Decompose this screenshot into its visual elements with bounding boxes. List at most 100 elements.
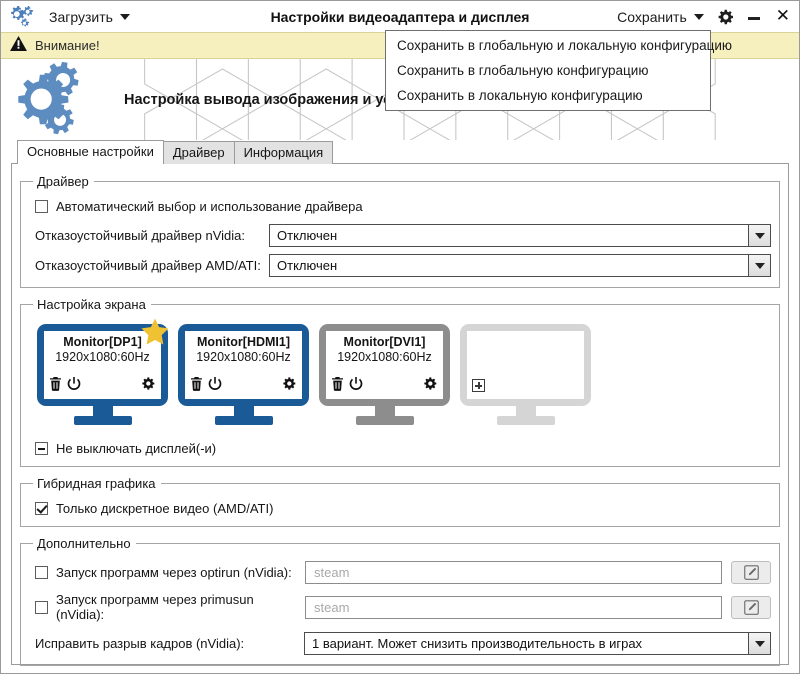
optirun-edit-button[interactable] — [731, 561, 771, 584]
trash-icon[interactable] — [190, 376, 203, 396]
monitor-card-hdmi1[interactable]: Monitor[HDMI1] 1920x1080:60Hz — [178, 324, 309, 425]
monitor-resolution: 1920x1080:60Hz — [55, 350, 150, 364]
monitor-base — [496, 416, 555, 425]
discrete-video-checkbox[interactable] — [35, 502, 48, 515]
minimize-icon[interactable] — [746, 9, 762, 25]
monitor-actions — [190, 376, 297, 396]
save-menu-item-local[interactable]: Сохранить в локальную конфигурацию — [397, 88, 643, 103]
monitor-card-dp1[interactable]: Monitor[DP1] 1920x1080:60Hz — [37, 318, 169, 425]
gears-logo-icon — [11, 59, 121, 140]
tab-strip: Основные настройки Драйвер Информация — [17, 140, 789, 164]
additional-group: Дополнительно Запуск программ через opti… — [20, 536, 780, 666]
amd-fallback-select[interactable]: Отключен — [269, 254, 771, 277]
tearfix-label: Исправить разрыв кадров (nVidia): — [35, 636, 245, 651]
chevron-down-icon[interactable] — [748, 255, 770, 276]
tab-main-settings[interactable]: Основные настройки — [17, 140, 164, 164]
monitor-base — [214, 416, 273, 425]
gear-icon[interactable] — [717, 8, 735, 26]
monitor-bezel: Monitor[DVI1] 1920x1080:60Hz — [319, 324, 450, 406]
monitor-stand — [374, 406, 395, 416]
power-icon[interactable] — [208, 376, 222, 396]
optirun-placeholder: steam — [314, 565, 350, 580]
save-menu-item-global-local[interactable]: Сохранить в глобальную и локальную конфи… — [397, 38, 732, 53]
monitor-card-dvi1[interactable]: Monitor[DVI1] 1920x1080:60Hz — [319, 324, 450, 425]
gear-icon[interactable] — [282, 376, 297, 396]
discrete-video-label: Только дискретное видео (AMD/ATI) — [56, 501, 274, 516]
trash-icon[interactable] — [331, 376, 344, 396]
gears-icon — [9, 5, 35, 28]
tearfix-value: 1 вариант. Может снизить производительно… — [312, 636, 643, 651]
monitor-stand — [233, 406, 254, 416]
chevron-down-icon[interactable] — [748, 225, 770, 246]
primusun-checkbox[interactable] — [35, 600, 48, 614]
close-icon[interactable]: ✕ — [775, 6, 790, 25]
tearfix-select[interactable]: 1 вариант. Может снизить производительно… — [304, 632, 771, 655]
monitor-resolution: 1920x1080:60Hz — [337, 350, 432, 364]
amd-fallback-value: Отключен — [277, 258, 338, 273]
power-icon[interactable] — [67, 376, 81, 396]
warning-triangle-icon — [10, 35, 27, 56]
monitor-name: Monitor[DVI1] — [343, 335, 426, 349]
monitor-name: Monitor[HDMI1] — [196, 335, 291, 349]
monitor-actions — [49, 376, 156, 396]
power-icon[interactable] — [349, 376, 363, 396]
monitor-screen: Monitor[DVI1] 1920x1080:60Hz — [326, 331, 443, 399]
amd-fallback-label: Отказоустойчивый драйвер AMD/ATI: — [35, 258, 261, 273]
primusun-label: Запуск программ через primusun (nVidia): — [56, 592, 254, 622]
keep-display-on-checkbox[interactable] — [35, 442, 48, 455]
primusun-row: Запуск программ через primusun (nVidia):… — [35, 592, 771, 622]
save-menu-button[interactable]: Сохранить — [615, 7, 706, 27]
auto-driver-checkbox-row[interactable]: Автоматический выбор и использование дра… — [35, 199, 771, 214]
chevron-down-icon[interactable] — [748, 633, 770, 654]
primusun-edit-button[interactable] — [731, 595, 771, 619]
optirun-label: Запуск программ через optirun (nVidia): — [56, 565, 292, 580]
tab-content-panel: Драйвер Автоматический выбор и использов… — [11, 163, 789, 666]
monitor-actions — [331, 376, 438, 396]
monitor-screen: Monitor[HDMI1] 1920x1080:60Hz — [185, 331, 302, 399]
monitor-card-add[interactable] — [460, 324, 591, 425]
chevron-down-icon — [119, 13, 130, 20]
gear-icon[interactable] — [423, 376, 438, 396]
warning-text: Внимание! — [35, 38, 100, 53]
screen-group-legend: Настройка экрана — [37, 297, 146, 312]
monitor-actions — [472, 379, 579, 396]
additional-group-legend: Дополнительно — [37, 536, 131, 551]
save-dropdown-menu: Сохранить в глобальную и локальную конфи… — [385, 30, 732, 111]
tab-driver[interactable]: Драйвер — [162, 141, 235, 164]
keep-display-on-label: Не выключать дисплей(-и) — [56, 441, 217, 456]
amd-fallback-row: Отказоустойчивый драйвер AMD/ATI: Отключ… — [35, 254, 771, 277]
monitor-bezel — [460, 324, 591, 406]
primusun-placeholder: steam — [314, 599, 350, 615]
title-bar-controls: Сохранить ✕ — [615, 7, 793, 27]
driver-group: Драйвер Автоматический выбор и использов… — [20, 174, 780, 288]
nvidia-fallback-select[interactable]: Отключен — [269, 224, 771, 247]
tab-information[interactable]: Информация — [233, 141, 334, 164]
gear-icon[interactable] — [141, 376, 156, 396]
nvidia-fallback-row: Отказоустойчивый драйвер nVidia: Отключе… — [35, 224, 771, 247]
load-menu-button[interactable]: Загрузить — [45, 7, 134, 27]
auto-driver-checkbox[interactable] — [35, 200, 48, 213]
hybrid-graphics-legend: Гибридная графика — [37, 476, 156, 491]
monitor-stand — [92, 406, 113, 416]
monitor-base — [73, 416, 132, 425]
trash-icon[interactable] — [49, 376, 62, 396]
monitor-bezel: Monitor[HDMI1] 1920x1080:60Hz — [178, 324, 309, 406]
auto-driver-label: Автоматический выбор и использование дра… — [56, 199, 363, 214]
plus-icon[interactable] — [472, 379, 485, 392]
load-menu-label: Загрузить — [49, 8, 113, 25]
optirun-checkbox[interactable] — [35, 566, 48, 579]
optirun-row: Запуск программ через optirun (nVidia): … — [35, 561, 771, 584]
pencil-edit-icon — [743, 565, 759, 580]
monitor-name: Monitor[DP1] — [63, 335, 142, 349]
save-menu-item-global[interactable]: Сохранить в глобальную конфигурацию — [397, 63, 649, 78]
monitor-screen: Monitor[DP1] 1920x1080:60Hz — [44, 331, 161, 399]
hybrid-graphics-group: Гибридная графика Только дискретное виде… — [20, 476, 780, 527]
monitor-list: Monitor[DP1] 1920x1080:60Hz — [29, 318, 771, 427]
primusun-input[interactable]: steam — [305, 595, 722, 619]
driver-group-legend: Драйвер — [37, 174, 89, 189]
optirun-input[interactable]: steam — [305, 561, 722, 584]
keep-display-on-checkbox-row[interactable]: Не выключать дисплей(-и) — [35, 441, 771, 456]
discrete-video-checkbox-row[interactable]: Только дискретное видео (AMD/ATI) — [35, 501, 771, 516]
monitor-stand — [515, 406, 536, 416]
